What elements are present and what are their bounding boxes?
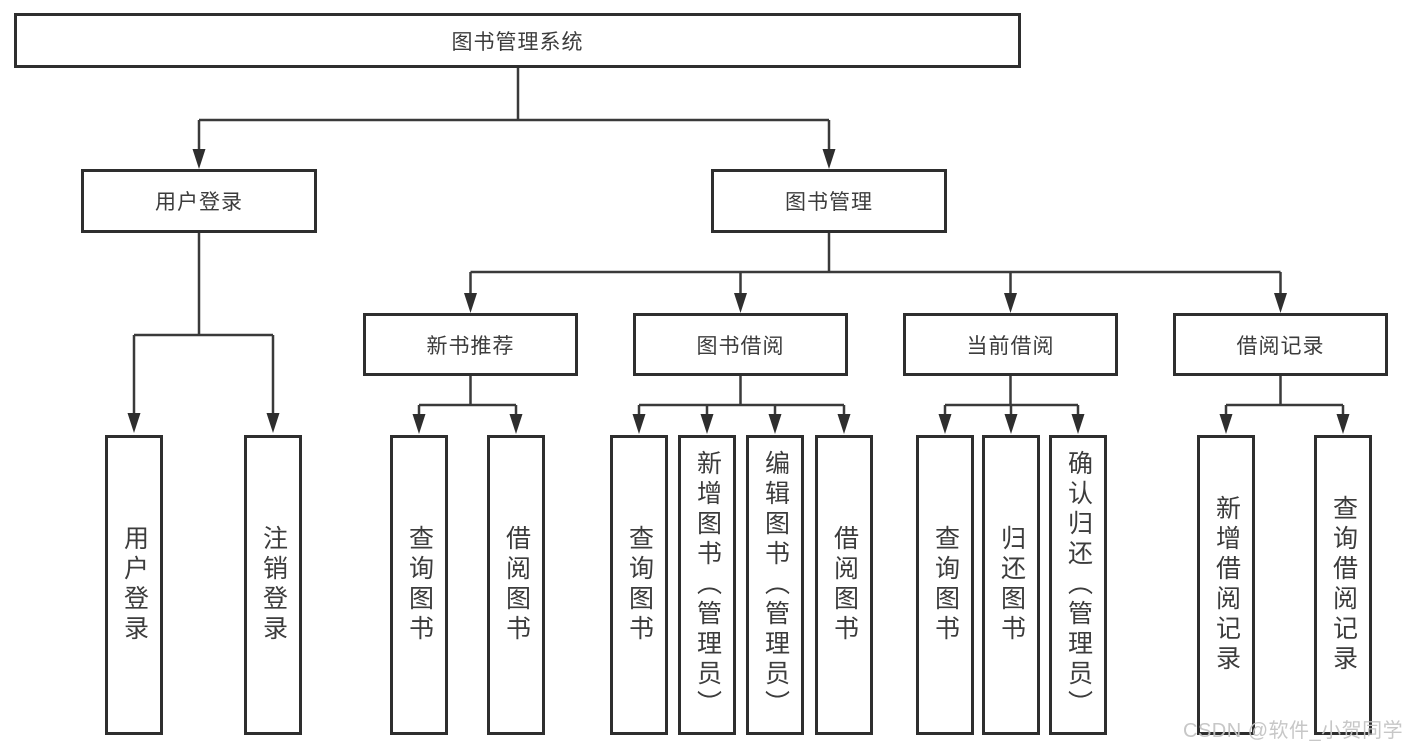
leaf-current-return-books-label: 归还图书 — [997, 525, 1026, 645]
leaf-current-query-books: 查询图书 — [916, 435, 974, 735]
node-root-system: 图书管理系统 — [14, 13, 1021, 68]
node-new-book-recommend-label: 新书推荐 — [426, 334, 515, 358]
connector-user-login-branch — [132, 233, 275, 414]
leaf-newbook-borrow-books-label: 借阅图书 — [502, 525, 531, 645]
leaf-records-query-record-label: 查询借阅记录 — [1329, 495, 1358, 675]
leaf-logout-label: 注销登录 — [259, 525, 288, 645]
leaf-user-login: 用户登录 — [105, 435, 163, 735]
node-book-management: 图书管理 — [711, 169, 947, 233]
node-current-borrowing: 当前借阅 — [903, 313, 1118, 376]
leaf-borrow-query-books-label: 查询图书 — [625, 525, 654, 645]
node-current-borrowing-label: 当前借阅 — [966, 334, 1055, 358]
leaf-records-add-record-label: 新增借阅记录 — [1212, 495, 1241, 675]
leaf-current-confirm-return-admin: 确认归还（管理员） — [1049, 435, 1107, 735]
leaf-current-confirm-return-admin-label: 确认归还（管理员） — [1064, 450, 1093, 720]
node-borrowing-records: 借阅记录 — [1173, 313, 1388, 376]
leaf-newbook-query-books: 查询图书 — [390, 435, 448, 735]
leaf-logout: 注销登录 — [244, 435, 302, 735]
node-user-login-label: 用户登录 — [155, 191, 243, 214]
leaf-newbook-query-books-label: 查询图书 — [405, 525, 434, 645]
node-book-borrowing: 图书借阅 — [633, 313, 848, 376]
node-book-management-label: 图书管理 — [785, 191, 873, 214]
leaf-user-login-label: 用户登录 — [120, 525, 149, 645]
node-user-login: 用户登录 — [81, 169, 317, 233]
leaf-borrow-query-books: 查询图书 — [610, 435, 668, 735]
node-root-system-label: 图书管理系统 — [451, 30, 584, 54]
connector-book-management-branch — [469, 233, 1282, 294]
connector-level3-branches — [417, 376, 1345, 417]
connector-root-branch — [197, 68, 831, 150]
leaf-borrow-borrow-books-label: 借阅图书 — [830, 525, 859, 645]
leaf-records-query-record: 查询借阅记录 — [1314, 435, 1372, 735]
leaf-current-query-books-label: 查询图书 — [931, 525, 960, 645]
leaf-current-return-books: 归还图书 — [982, 435, 1040, 735]
leaf-borrow-edit-books-admin: 编辑图书（管理员） — [746, 435, 804, 735]
node-new-book-recommend: 新书推荐 — [363, 313, 578, 376]
leaf-borrow-edit-books-admin-label: 编辑图书（管理员） — [761, 450, 790, 720]
leaf-borrow-borrow-books: 借阅图书 — [815, 435, 873, 735]
leaf-borrow-add-books-admin-label: 新增图书（管理员） — [693, 450, 722, 720]
leaf-borrow-add-books-admin: 新增图书（管理员） — [678, 435, 736, 735]
watermark: CSDN @软件_小贺同学 — [1183, 720, 1404, 742]
node-borrowing-records-label: 借阅记录 — [1236, 334, 1325, 358]
node-book-borrowing-label: 图书借阅 — [696, 334, 785, 358]
leaf-newbook-borrow-books: 借阅图书 — [487, 435, 545, 735]
leaf-records-add-record: 新增借阅记录 — [1197, 435, 1255, 735]
